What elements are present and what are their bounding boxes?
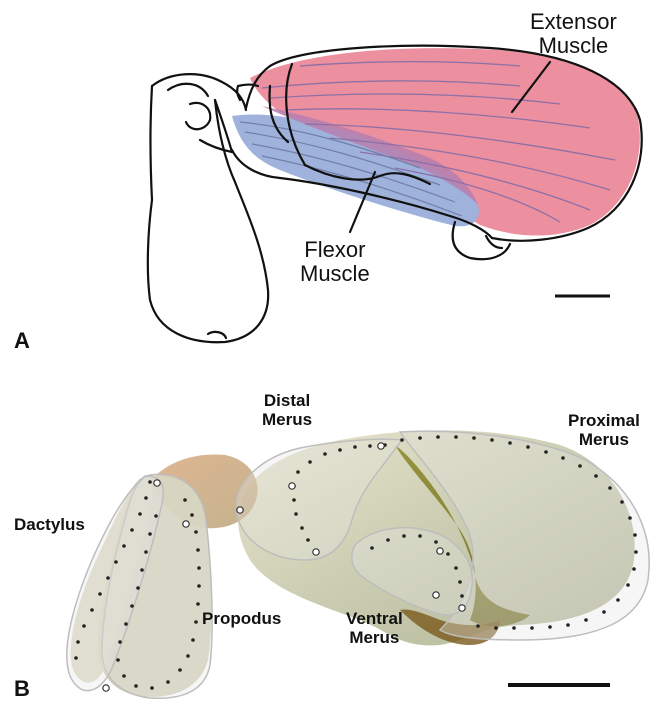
ventral-merus-label: Ventral Merus	[346, 610, 403, 647]
flexor-muscle-label: Flexor Muscle	[300, 238, 370, 286]
panel-a-letter: A	[14, 328, 30, 354]
dactylus-label: Dactylus	[14, 516, 85, 535]
propodus-label: Propodus	[202, 610, 281, 629]
panel-b-photo-illustration	[0, 355, 668, 707]
segment-overlays	[67, 431, 649, 698]
extensor-muscle-label: Extensor Muscle	[530, 10, 617, 58]
panel-b-letter: B	[14, 676, 30, 702]
proximal-merus-label: Proximal Merus	[568, 412, 640, 449]
distal-merus-label: Distal Merus	[262, 392, 312, 429]
